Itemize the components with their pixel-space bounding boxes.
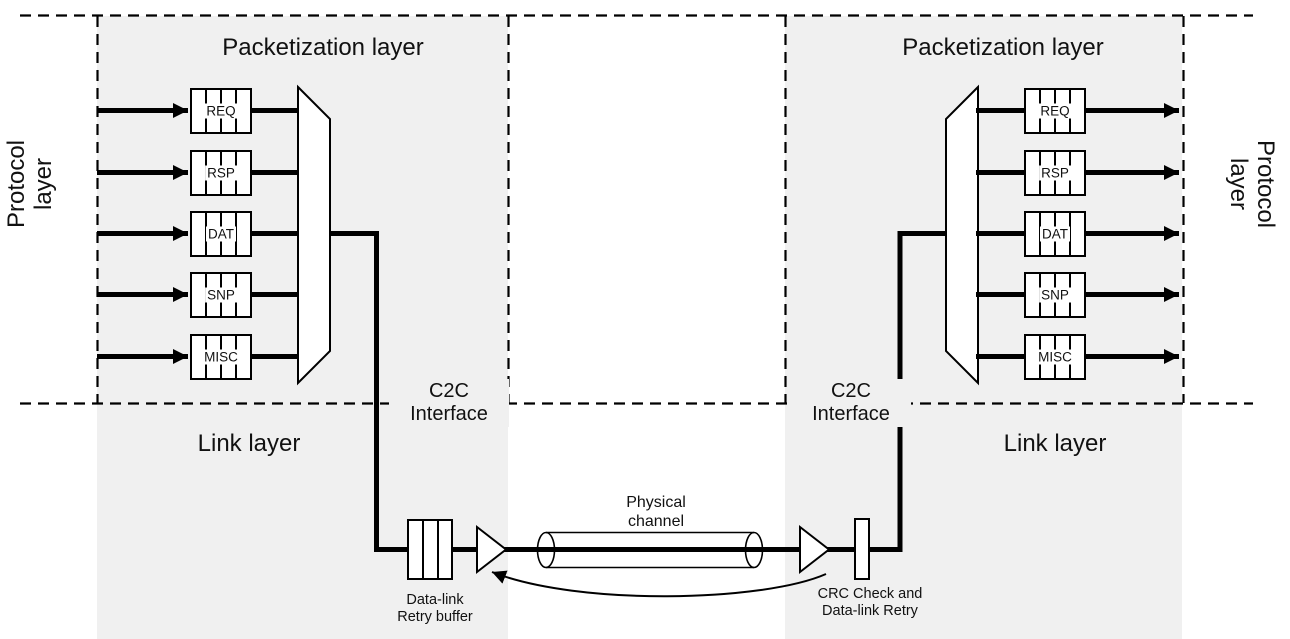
left-queue-dat: DAT: [190, 210, 252, 257]
left-queue-req: REQ: [190, 87, 252, 134]
left-c2c-interface-label: C2C Interface: [389, 379, 509, 427]
physical-channel-cylinder: [536, 531, 764, 569]
data-link-retry-buffer-label: Data-link Retry buffer: [397, 592, 473, 625]
left-queue-snp: SNP: [190, 271, 252, 318]
data-link-retry-buffer-box: [407, 519, 453, 580]
layer-boundary-dashed-lines: [20, 14, 1253, 405]
right-demux-shape: [945, 84, 979, 386]
right-output-arrows: [1085, 103, 1179, 364]
crc-check-box: [854, 518, 870, 580]
left-mux-shape: [297, 84, 331, 386]
left-queue-misc: MISC: [190, 333, 252, 380]
right-receiver-triangle: [799, 524, 831, 575]
right-protocol-layer-label: Protocol layer: [1225, 139, 1279, 229]
right-chip-panel: [785, 16, 1182, 639]
right-queue-req: REQ: [1024, 87, 1086, 134]
right-packetization-layer-title: Packetization layer: [902, 34, 1104, 61]
left-link-layer-title: Link layer: [197, 430, 301, 457]
left-queue-to-mux-links: [251, 108, 300, 359]
right-queue-snp: SNP: [1024, 271, 1086, 318]
left-packetization-layer-title: Packetization layer: [222, 34, 424, 61]
right-demux-to-queue-links: [976, 108, 1026, 359]
right-queue-dat: DAT: [1024, 210, 1086, 257]
left-queue-rsp: RSP: [190, 149, 252, 196]
left-driver-triangle: [476, 524, 508, 575]
right-queue-rsp: RSP: [1024, 149, 1086, 196]
left-mux-output-route: [330, 231, 408, 552]
right-queue-misc: MISC: [1024, 333, 1086, 380]
crc-check-label: CRC Check and Data-link Retry: [817, 586, 923, 619]
retry-feedback-arrow: [491, 570, 827, 598]
right-c2c-interface-label: C2C Interface: [791, 379, 911, 427]
left-input-arrows: [97, 103, 188, 364]
right-link-layer-title: Link layer: [1003, 430, 1107, 457]
left-protocol-layer-label: Protocol layer: [3, 139, 57, 229]
physical-channel-label: Physical channel: [626, 494, 686, 530]
